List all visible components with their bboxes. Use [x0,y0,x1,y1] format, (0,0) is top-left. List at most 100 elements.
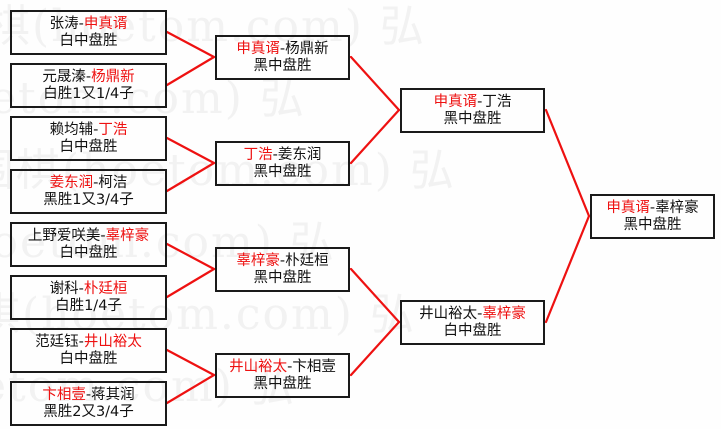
match-result: 白中盘胜 [59,33,118,49]
connector-line [165,242,216,271]
match-pairing: 张涛-申真谞 [50,16,128,32]
player-right: 丁浩 [482,93,512,110]
connector-line [165,30,216,59]
pairing-dash: - [85,386,92,403]
connector-line [544,108,591,218]
match-pairing: 卞相壹-蒋其润 [42,387,134,403]
pairing-dash: - [287,358,293,375]
match-result: 黑胜2又3/4子 [43,404,134,420]
match-pairing: 辜梓豪-朴廷桓 [236,253,328,269]
match-pairing: 上野爱咲美-辜梓豪 [28,228,149,244]
player-left: 张涛 [49,15,79,32]
pairing-dash: - [100,227,106,244]
match-pairing: 井山裕太-卞相壹 [229,359,336,375]
connector-line [165,348,216,377]
match-result: 黑中盘胜 [623,217,682,233]
pairing-dash: - [78,15,84,32]
match-box[interactable]: 姜东润-柯洁 黑胜1又3/4子 [10,169,167,214]
player-left: 范廷钰 [35,333,79,350]
match-result: 黑中盘胜 [253,270,312,286]
player-left: 申真谞 [606,199,650,216]
match-box[interactable]: 卞相壹-蒋其润 黑胜2又3/4子 [10,381,167,426]
player-left: 辜梓豪 [236,252,280,269]
player-left: 赖均辅 [49,121,94,138]
match-box-final[interactable]: 申真谞-辜梓豪 黑中盘胜 [590,194,715,239]
match-result: 白中盘胜 [59,351,118,367]
match-result: 黑中盘胜 [443,111,502,127]
pairing-dash: - [78,280,84,297]
pairing-dash: - [649,199,656,216]
player-right: 朴廷桓 [83,280,128,297]
player-left: 姜东润 [49,174,94,191]
match-box[interactable]: 申真谞-杨鼎新 黑中盘胜 [215,35,350,80]
player-left: 元晟溱 [42,68,86,85]
pairing-dash: - [93,174,99,191]
connector-line [165,136,216,165]
match-result: 黑胜1又3/4子 [43,192,134,208]
player-left: 申真谞 [433,93,478,110]
pairing-dash: - [78,333,84,350]
match-pairing: 元晟溱-杨鼎新 [42,69,134,85]
match-result: 白中盘胜 [443,323,502,339]
match-box[interactable]: 井山裕太-卞相壹 黑中盘胜 [215,353,350,398]
match-result: 白胜1/4子 [55,298,122,314]
player-right: 蒋其润 [91,386,135,403]
connector-line [349,320,401,377]
match-box[interactable]: 上野爱咲美-辜梓豪 白中盘胜 [10,222,167,267]
pairing-dash: - [85,68,92,85]
match-box[interactable]: 元晟溱-杨鼎新 白胜1又1/4子 [10,63,167,108]
match-result: 黑中盘胜 [253,164,312,180]
match-result: 白胜1又1/4子 [43,86,134,102]
match-result: 黑中盘胜 [253,376,312,392]
connector-line [165,161,216,193]
player-right: 姜东润 [277,146,322,163]
player-right: 朴廷桓 [285,252,329,269]
player-left: 上野爱咲美 [27,227,101,244]
match-pairing: 赖均辅-丁浩 [50,122,128,138]
match-box[interactable]: 辜梓豪-朴廷桓 黑中盘胜 [215,247,350,292]
pairing-dash: - [272,146,278,163]
player-left: 申真谞 [236,40,280,57]
pairing-dash: - [279,40,286,57]
match-pairing: 申真谞-辜梓豪 [606,200,698,216]
match-box[interactable]: 丁浩-姜东润 黑中盘胜 [215,141,350,186]
match-pairing: 申真谞-杨鼎新 [236,41,328,57]
player-right: 申真谞 [83,15,128,32]
match-result: 白中盘胜 [59,245,118,261]
match-box[interactable]: 范廷钰-井山裕太 白中盘胜 [10,328,167,373]
match-pairing: 范廷钰-井山裕太 [35,334,142,350]
player-right: 柯洁 [98,174,128,191]
player-right: 卞相壹 [292,358,336,375]
connector-line [349,55,401,112]
player-right: 辜梓豪 [105,227,150,244]
match-box[interactable]: 申真谞-丁浩 黑中盘胜 [400,88,545,133]
player-left: 谢科 [49,280,79,297]
player-right: 杨鼎新 [91,68,135,85]
match-result: 白中盘胜 [59,139,118,155]
player-left: 井山裕太 [419,305,478,322]
player-right: 辜梓豪 [655,199,699,216]
match-pairing: 申真谞-丁浩 [434,94,512,110]
connector-line [349,267,401,324]
match-pairing: 谢科-朴廷桓 [50,281,128,297]
match-box[interactable]: 井山裕太-辜梓豪 白中盘胜 [400,300,545,345]
match-pairing: 丁浩-姜东润 [244,147,322,163]
connector-line [544,214,591,324]
match-box[interactable]: 赖均辅-丁浩 白中盘胜 [10,116,167,161]
player-left: 卞相壹 [42,386,86,403]
match-box[interactable]: 张涛-申真谞 白中盘胜 [10,10,167,55]
pairing-dash: - [477,93,483,110]
match-pairing: 姜东润-柯洁 [50,175,128,191]
player-left: 丁浩 [243,146,273,163]
player-right: 辜梓豪 [482,305,526,322]
match-result: 黑中盘胜 [253,58,312,74]
player-right: 井山裕太 [83,333,142,350]
connector-line [165,373,216,405]
match-box[interactable]: 谢科-朴廷桓 白胜1/4子 [10,275,167,320]
connector-line [349,108,401,165]
match-pairing: 井山裕太-辜梓豪 [419,306,526,322]
pairing-dash: - [93,121,99,138]
player-right: 丁浩 [98,121,128,138]
player-right: 杨鼎新 [285,40,329,57]
